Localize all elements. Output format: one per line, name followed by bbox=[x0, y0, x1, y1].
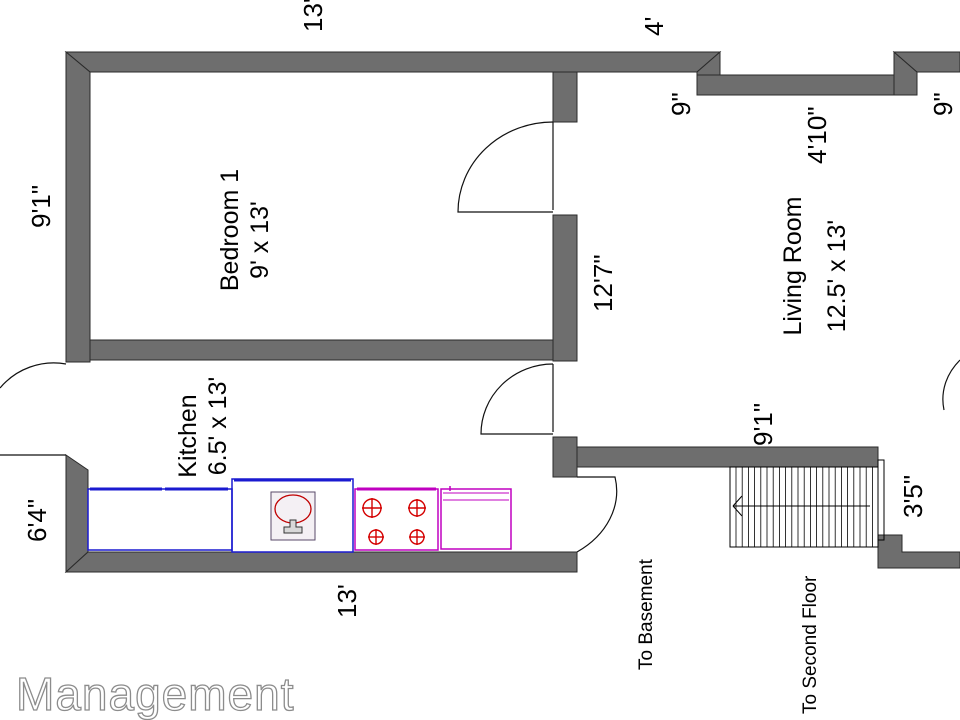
burner-icon bbox=[362, 498, 382, 518]
dim-top-right: 4' bbox=[639, 17, 669, 36]
watermark: Management bbox=[16, 668, 295, 720]
door-bedroom-swing bbox=[457, 121, 554, 213]
room-size-living: 12.5' x 13' bbox=[823, 220, 851, 332]
wall-bedroom-left bbox=[65, 50, 91, 363]
wall-stair-stub bbox=[552, 436, 578, 478]
door-basement-swing bbox=[576, 476, 618, 553]
room-size-bedroom: 9' x 13' bbox=[246, 201, 274, 279]
walls bbox=[64, 50, 960, 574]
door-kitchen-swing bbox=[480, 363, 554, 435]
stove bbox=[354, 488, 439, 551]
dim-notch-left: 9" bbox=[666, 92, 696, 116]
dim-bedroom-height: 9'1" bbox=[26, 185, 56, 228]
room-name-kitchen: Kitchen bbox=[174, 394, 202, 477]
dim-kitchen-height: 6'4" bbox=[22, 499, 52, 542]
dim-kitchen-width: 13' bbox=[332, 584, 362, 618]
dim-stair-wall: 9'1" bbox=[748, 403, 778, 446]
burner-icon bbox=[408, 499, 426, 517]
burner-icon bbox=[368, 529, 384, 545]
wall-notch-bottom bbox=[696, 74, 918, 96]
dim-hall-length: 12'7" bbox=[588, 254, 618, 312]
refrigerator bbox=[440, 488, 512, 550]
dimension-labels: 13' 4' 9" 9" 4'10" 9'1" 12'7" 6'4" 13' 9… bbox=[22, 0, 958, 618]
label-to-basement: To Basement bbox=[636, 558, 657, 670]
door-right-swing bbox=[942, 359, 960, 411]
wall-bottom-right-post bbox=[877, 534, 960, 569]
stair-rail bbox=[877, 459, 885, 541]
wall-stair-top bbox=[576, 446, 879, 468]
wall-top-right bbox=[892, 51, 960, 73]
room-name-bedroom: Bedroom 1 bbox=[216, 169, 244, 291]
dim-top-width: 13' bbox=[298, 0, 328, 32]
wall-bedroom-bottom bbox=[89, 339, 568, 361]
kitchen-fixtures bbox=[87, 478, 512, 553]
wall-bedroom-right-lower bbox=[552, 214, 578, 362]
burner-icon bbox=[409, 529, 425, 545]
counter-left bbox=[87, 488, 233, 551]
wall-kitchen-bottom bbox=[64, 551, 578, 573]
faucet-icon bbox=[283, 519, 303, 534]
stairs bbox=[729, 459, 885, 548]
wall-top bbox=[64, 51, 722, 73]
doors bbox=[0, 121, 960, 553]
stair-arrow-icon bbox=[732, 495, 870, 517]
label-to-second-floor: To Second Floor bbox=[800, 575, 821, 714]
dim-notch-right: 9" bbox=[928, 92, 958, 116]
room-name-living: Living Room bbox=[779, 197, 807, 336]
room-labels: Bedroom 1 9' x 13' Living Room 12.5' x 1… bbox=[174, 169, 851, 478]
wall-bedroom-right-upper bbox=[552, 71, 578, 123]
dim-stair-width: 3'5" bbox=[898, 475, 928, 518]
stair-treads bbox=[735, 467, 873, 547]
door-entry-swing bbox=[0, 362, 67, 389]
room-size-kitchen: 6.5' x 13' bbox=[204, 377, 232, 476]
dim-notch-depth: 4'10" bbox=[802, 106, 832, 164]
